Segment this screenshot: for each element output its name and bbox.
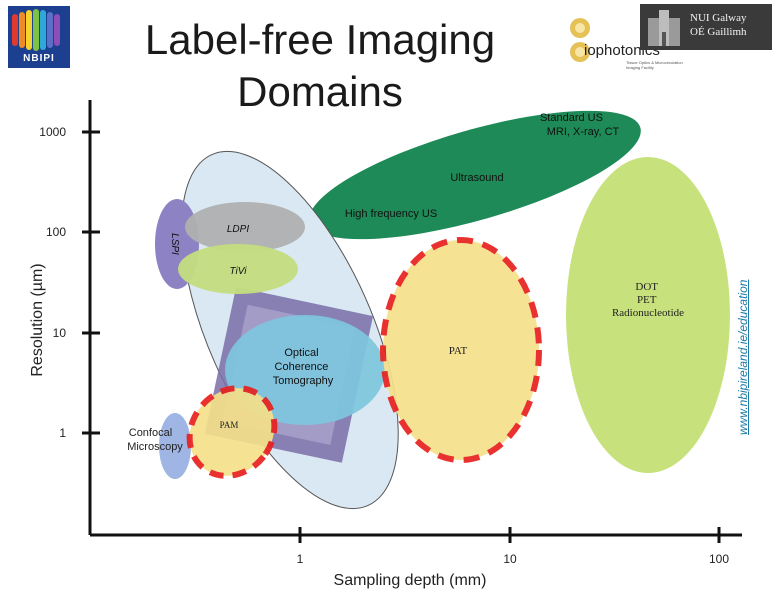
region-tivi <box>178 244 298 294</box>
quadrangle-building-icon <box>648 10 680 46</box>
y-tick-label-10: 10 <box>53 326 67 340</box>
label-dot-pet: DOT PET Radionucleotide <box>612 281 684 319</box>
x-axis-label: Sampling depth (mm) <box>334 572 487 589</box>
y-tick-label-1: 1 <box>59 426 66 440</box>
region-pat <box>380 237 542 463</box>
region-ultrasound <box>309 110 641 240</box>
region-pam <box>186 385 278 479</box>
page-title: Label-free Imaging Domains <box>120 14 520 118</box>
biophotonics-tagline: Tissue Optics & Microcirculation Imaging… <box>626 60 683 70</box>
nbipi-education-link[interactable]: www.nbipireland.ie/education <box>736 279 750 435</box>
label-oct: Optical Coherence Tomography <box>273 347 334 387</box>
x-tick-label-10: 10 <box>503 552 517 566</box>
y-tick-label-1000: 1000 <box>39 125 66 139</box>
label-pat: PAT <box>449 345 468 357</box>
nbipi-logo: NBIPI <box>8 6 70 68</box>
label-ldpi: LDPI <box>227 224 249 235</box>
y-axis-label: Resolution (µm) <box>29 263 46 376</box>
region-dot-pet <box>566 157 730 473</box>
x-tick-label-1: 1 <box>297 552 304 566</box>
nui-logo-line-2: OÉ Gaillimh <box>690 26 747 38</box>
rainbow-logo-icon <box>12 9 60 51</box>
label-lspi: LSPI <box>169 233 180 255</box>
region-confocal <box>159 413 191 479</box>
region-ldpi <box>185 202 305 252</box>
x-tick-label-100: 100 <box>709 552 729 566</box>
nbipi-logo-text: NBIPI <box>23 53 55 64</box>
label-standard-us: Standard US MRI, X-ray, CT <box>540 112 620 138</box>
title-line-2: Domains <box>237 68 403 115</box>
label-tivi: TiVi <box>230 266 248 277</box>
label-high-frequency-us: High frequency US <box>345 208 437 220</box>
label-pam: PAM <box>220 420 239 430</box>
title-line-1: Label-free Imaging <box>144 16 496 63</box>
nui-logo-line-1: NUI Galway <box>690 12 747 24</box>
label-ultrasound: Ultrasound <box>450 172 503 184</box>
y-tick-label-100: 100 <box>46 225 66 239</box>
nui-galway-logo: NUI Galway OÉ Gaillimh <box>640 4 772 50</box>
label-confocal: Confocal Microscopy <box>127 427 183 453</box>
biophotonics-emblem-icon <box>570 18 590 62</box>
